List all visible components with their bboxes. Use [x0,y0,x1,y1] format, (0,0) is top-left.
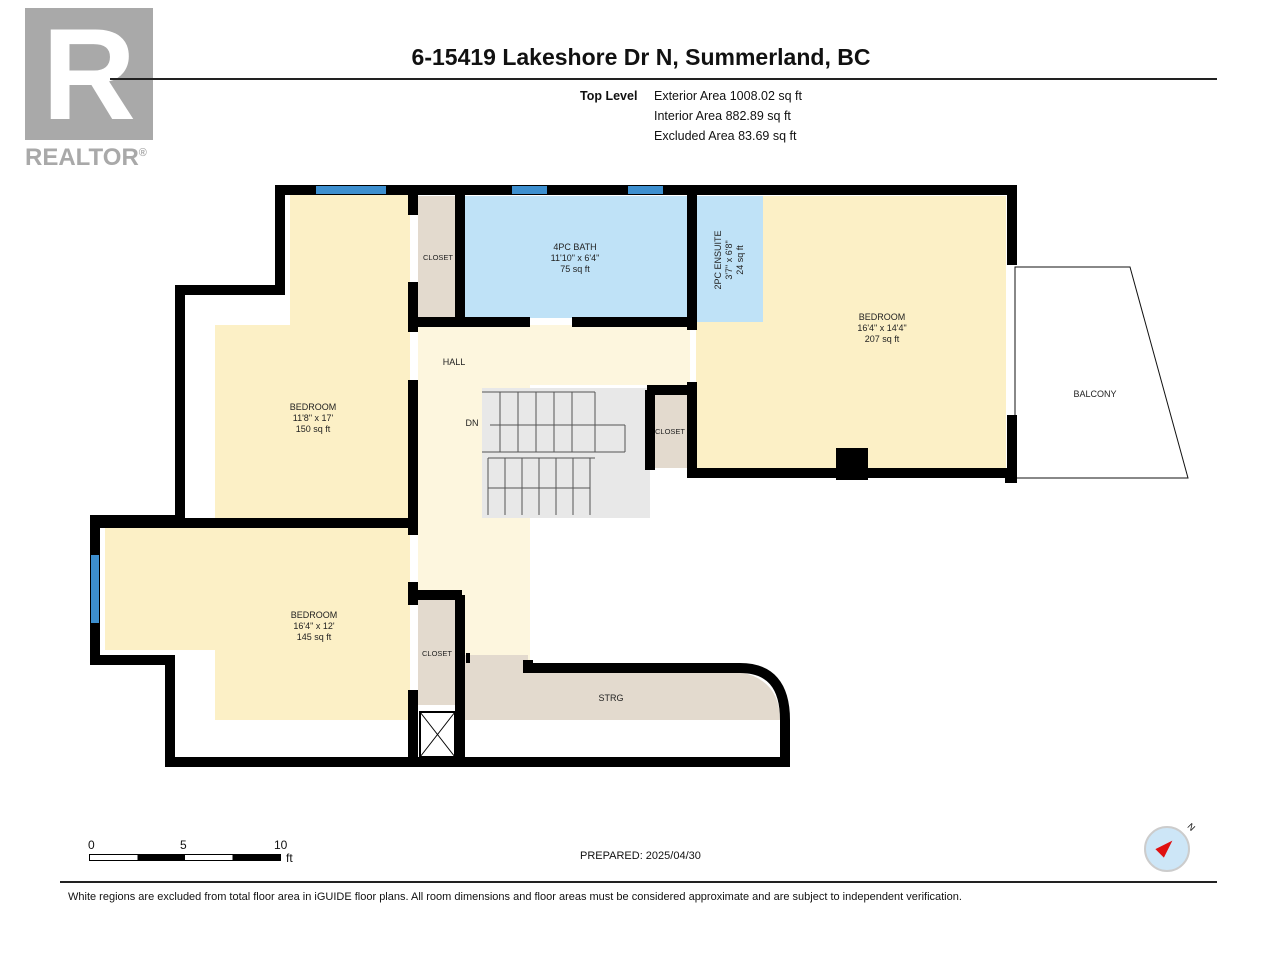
hall-label: HALL [443,357,466,367]
shaft-box [419,711,456,758]
bedroom-3-area: 207 sq ft [865,334,900,344]
bedroom-2-area: 145 sq ft [297,632,332,642]
storage-label: STRG [598,693,623,703]
bedroom-3-name: BEDROOM [859,312,906,322]
realtor-logo: R REALTOR® [25,8,153,173]
scale-unit: ft [286,851,293,865]
stair-treads [482,391,626,515]
ensuite-dims: 3'7" x 6'8" [724,240,734,279]
header-divider [110,78,1217,80]
window [316,186,386,194]
closet-1-label: CLOSET [423,253,453,262]
chimney-block [836,448,868,480]
walls [90,185,1017,767]
bedroom-2-dims: 16'4" x 12' [293,621,334,631]
scale-bar: 0 5 10 ft [88,838,308,868]
ensuite-fill [696,196,763,322]
bedroom-1-name: BEDROOM [290,402,337,412]
page-title: 6-15419 Lakeshore Dr N, Summerland, BC [411,44,871,70]
closet-3-label: CLOSET [422,649,452,658]
windows [91,186,663,623]
window [628,186,663,194]
disclaimer: White regions are excluded from total fl… [68,891,962,903]
bath-area: 75 sq ft [560,264,590,274]
bedroom-2-fill [105,528,410,720]
stairs-fill [482,388,650,518]
scale-tick-10: 10 [274,838,288,852]
closet-2-label: CLOSET [655,427,685,436]
footer-divider [60,881,1217,883]
bedroom-2-name: BEDROOM [291,610,338,620]
bedroom-1-fill [215,195,410,520]
closet-1-fill [418,196,458,318]
balcony-label: BALCONY [1073,389,1116,399]
scale-tick-5: 5 [180,838,187,852]
window [91,555,99,623]
bath-dims: 11'10" x 6'4" [551,253,600,263]
balcony-outline [1014,266,1189,479]
bedroom-1-area: 150 sq ft [296,424,331,434]
scale-tick-0: 0 [88,838,95,852]
ensuite-name: 2PC ENSUITE [713,230,723,289]
bedroom-1-dims: 11'8" x 17' [293,413,334,423]
level-label: Top Level [580,89,638,103]
window [512,186,547,194]
ensuite-area: 24 sq ft [735,245,745,275]
interior-area: Interior Area 882.89 sq ft [654,109,791,123]
compass-icon: N [1144,821,1197,872]
closet-2-fill [652,393,688,468]
bath-fill [462,196,688,318]
exterior-area: Exterior Area 1008.02 sq ft [654,89,803,103]
bath-name: 4PC BATH [553,242,596,252]
bedroom-3-dims: 16'4" x 14'4" [857,323,906,333]
prepared-date: PREPARED: 2025/04/30 [580,850,701,862]
excluded-area: Excluded Area 83.69 sq ft [654,129,797,143]
closet-3-fill [418,598,455,705]
storage-fill [462,655,780,720]
stairs-label: DN [466,418,479,428]
